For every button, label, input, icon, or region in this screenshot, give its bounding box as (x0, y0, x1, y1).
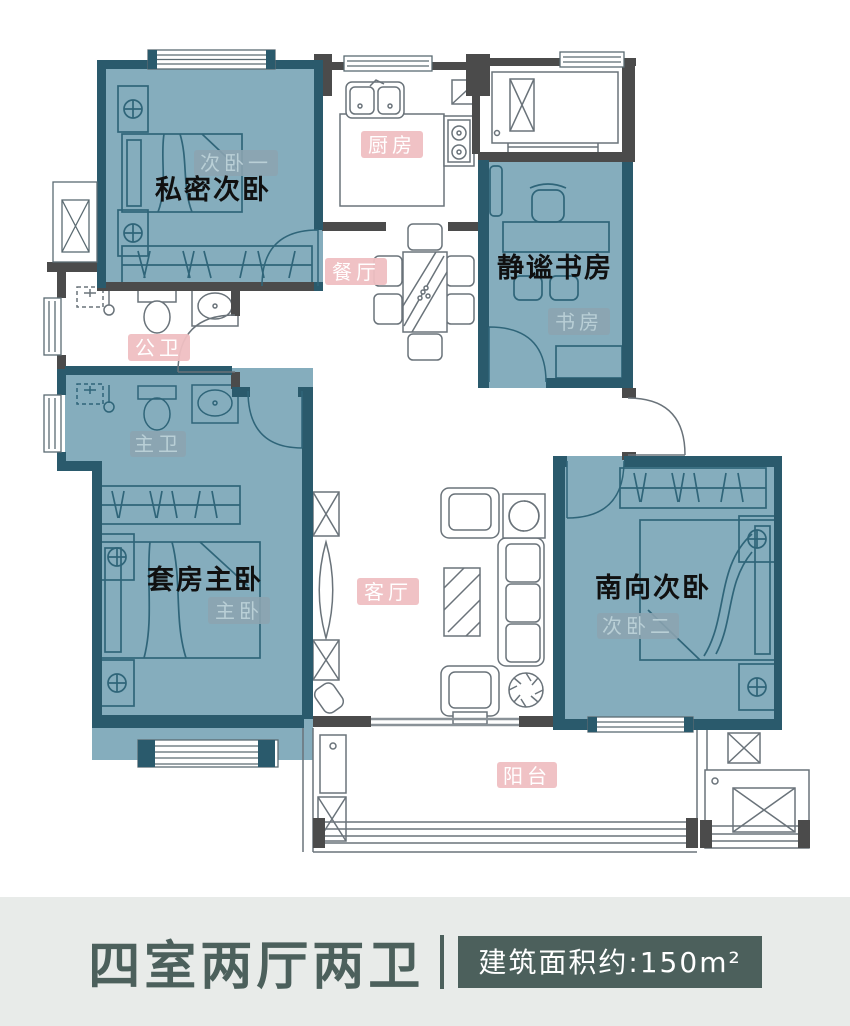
room-tag-master-bath: 主卫 (134, 432, 182, 456)
walls-gray (47, 54, 636, 727)
room-name-master: 套房主卧 (147, 565, 263, 596)
pink-badges (128, 131, 557, 788)
utility-fixtures (491, 71, 619, 162)
room-tag-public-bath: 公卫 (135, 336, 183, 360)
room-fill-bedroom2 (553, 456, 782, 730)
layout-title: 四室两厅两卫 (88, 939, 425, 996)
room-tag-living: 客厅 (364, 580, 412, 604)
master-furniture (97, 485, 261, 707)
footer-band: 四室两厅两卫 建筑面积约:150m² (0, 897, 850, 1026)
room-tag-bedroom1: 次卧一 (200, 151, 272, 175)
faded-badges (130, 150, 679, 639)
dining-set (373, 223, 475, 361)
public-bath-fixtures (76, 286, 239, 334)
room-name-bedroom2: 南向次卧 (595, 572, 711, 604)
balcony-fixtures (302, 728, 810, 853)
footer-divider (440, 934, 445, 989)
room-fill-master-suite (65, 368, 313, 760)
windows (43, 49, 694, 768)
bedroom1-furniture (117, 85, 313, 285)
living-furniture (312, 487, 546, 725)
floor-plan: 次卧一 书房 主卫 主卧 次卧二 厨房 餐厅 公卫 客厅 阳台 私密次卧 静谧书… (43, 49, 810, 853)
room-tag-study: 书房 (555, 310, 603, 334)
room-tag-balcony: 阳台 (503, 764, 551, 788)
area-badge: 建筑面积约:150m² (458, 935, 762, 988)
study-furniture (489, 165, 623, 379)
room-tag-kitchen: 厨房 (368, 133, 416, 157)
room-tag-bedroom2: 次卧二 (602, 614, 674, 638)
doors (177, 229, 686, 519)
room-name-study: 静谧书房 (497, 253, 613, 284)
kitchen-fixtures (339, 79, 479, 207)
labels: 次卧一 书房 主卫 主卧 次卧二 厨房 餐厅 公卫 客厅 阳台 私密次卧 静谧书… (128, 131, 711, 788)
room-tag-master: 主卧 (215, 599, 263, 623)
room-name-bedroom1: 私密次卧 (155, 174, 271, 206)
master-bath-fixtures (76, 383, 239, 431)
room-fills (65, 60, 782, 760)
room-tag-dining: 餐厅 (332, 260, 380, 284)
